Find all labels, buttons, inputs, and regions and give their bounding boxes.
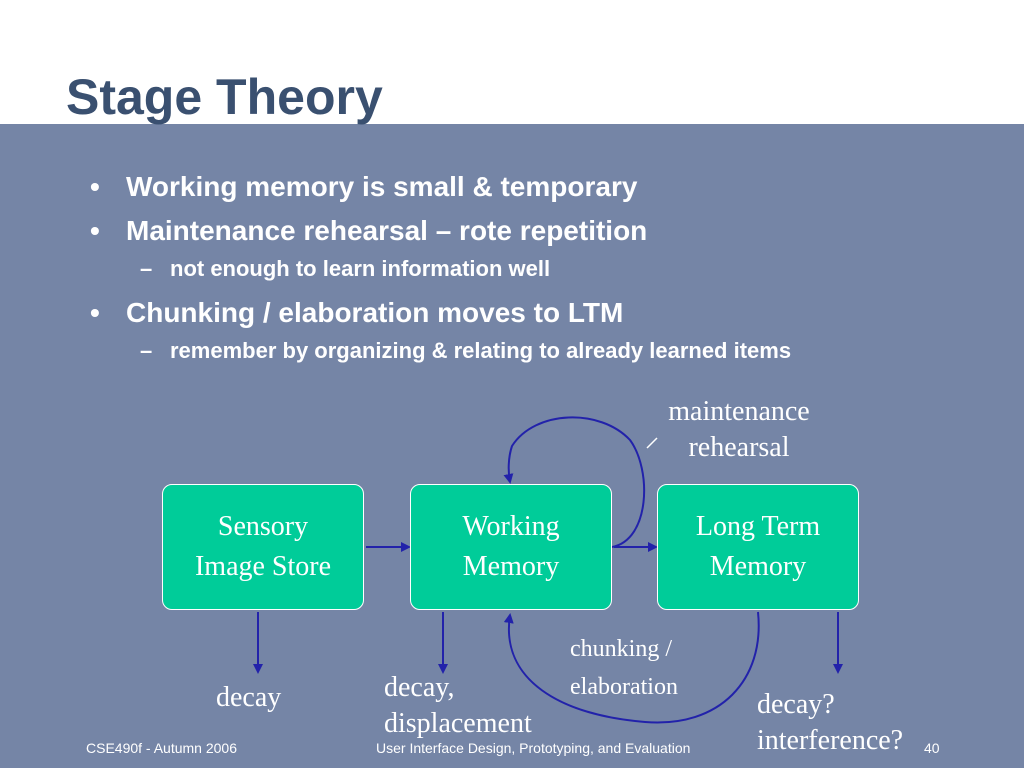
label-tick-mark	[646, 437, 658, 449]
sub-bullet-marker: –	[140, 338, 153, 363]
bullet-item: • Working memory is small & temporary	[90, 168, 1010, 206]
footer-course: CSE490f - Autumn 2006	[86, 740, 237, 756]
label-maintenance-rehearsal: maintenance rehearsal	[652, 394, 826, 466]
footer-page-number: 40	[924, 740, 940, 756]
label-line: elaboration	[570, 674, 678, 700]
bullet-text: Maintenance rehearsal – rote repetition	[126, 215, 648, 246]
box-long-term-memory: Long Term Memory	[657, 484, 859, 610]
bullet-list: • Working memory is small & temporary • …	[90, 168, 1010, 366]
box-working-memory: Working Memory	[410, 484, 612, 610]
sub-bullet-item: – remember by organizing & relating to a…	[90, 336, 1010, 366]
bullet-marker: •	[90, 171, 100, 202]
label-line: chunking /	[570, 636, 672, 662]
label-chunking-elaboration: chunking / elaboration	[570, 630, 678, 706]
slide-header	[0, 0, 1024, 124]
label-line: interference?	[757, 725, 904, 756]
arrow-maintenance-loop	[503, 416, 646, 548]
box-sensory-image-store: Sensory Image Store	[162, 484, 364, 610]
arrow-chunking-loop	[503, 611, 760, 724]
footer-subtitle: User Interface Design, Prototyping, and …	[376, 740, 691, 756]
sub-bullet-marker: –	[140, 256, 153, 281]
label-line: decay,	[384, 672, 455, 703]
box-label: Image Store	[194, 551, 332, 582]
label-line: maintenance	[668, 396, 810, 427]
box-label: Sensory	[217, 511, 309, 542]
sub-bullet-text: remember by organizing & relating to alr…	[170, 338, 792, 363]
box-label: Working	[462, 511, 560, 542]
slide-title: Stage Theory	[66, 69, 383, 125]
sub-bullet-text: not enough to learn information well	[170, 256, 551, 281]
bullet-item: • Maintenance rehearsal – rote repetitio…	[90, 212, 1010, 250]
box-label: Memory	[462, 551, 560, 582]
sub-bullet-item: – not enough to learn information well	[90, 254, 1010, 284]
bullet-marker: •	[90, 297, 100, 328]
label-line: decay?	[757, 689, 835, 720]
label-decay-ltm: decay? interference?	[757, 687, 903, 759]
label-line: displacement	[384, 708, 532, 739]
box-label: Long Term	[695, 511, 821, 542]
bullet-text: Working memory is small & temporary	[126, 171, 638, 202]
label-line: rehearsal	[688, 432, 790, 463]
box-label: Memory	[709, 551, 807, 582]
bullet-item: • Chunking / elaboration moves to LTM	[90, 294, 1010, 332]
label-decay-sensory: decay	[216, 682, 282, 713]
bullet-text: Chunking / elaboration moves to LTM	[126, 297, 624, 328]
label-decay-working: decay, displacement	[384, 670, 532, 742]
bullet-marker: •	[90, 215, 100, 246]
